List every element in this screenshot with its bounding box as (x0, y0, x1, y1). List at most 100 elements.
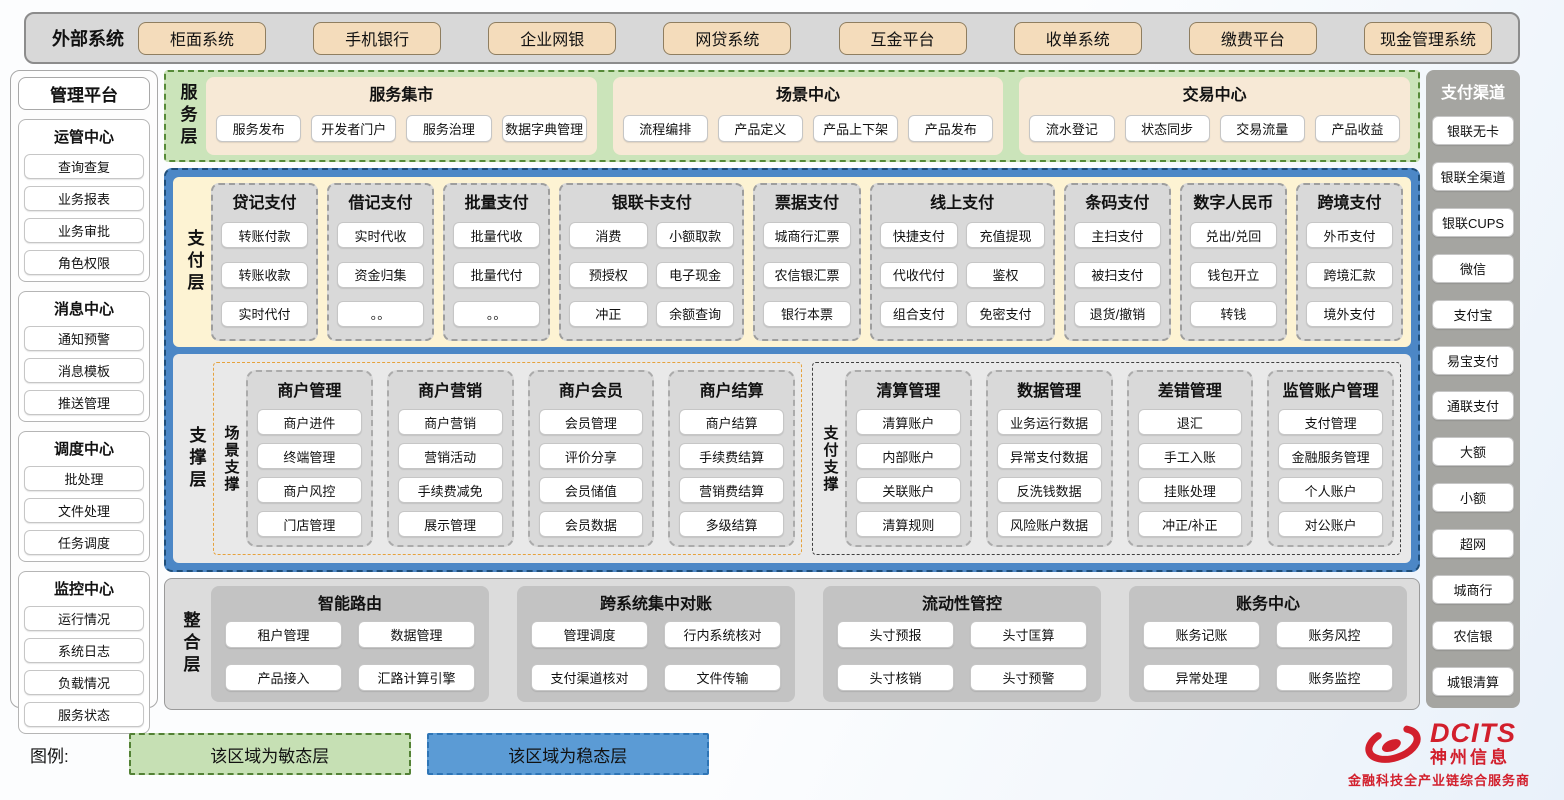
payment-item-box: 境外支付 (1305, 300, 1393, 327)
payment-item-box: 退货/撤销 (1073, 300, 1161, 327)
payment-item-box: 电子现金 (655, 261, 735, 288)
legend-box: 该区域为稳态层 (426, 733, 709, 775)
management-item-box: 文件处理 (24, 498, 144, 523)
management-platform-panel: 管理平台 运管中心查询查复业务报表业务审批角色权限消息中心通知预警消息模板推送管… (10, 70, 158, 734)
payment-group: 票据支付城商行汇票农信银汇票银行本票 (753, 183, 861, 341)
management-group-title: 监控中心 (53, 581, 114, 598)
integration-group-title: 账务中心 (1235, 596, 1300, 613)
integration-item-box: 管理调度 (531, 620, 648, 648)
support-item-box: 退汇 (1137, 409, 1243, 435)
dcits-company-name: 神州信息 (1429, 748, 1510, 767)
support-item-box: 手工入账 (1137, 443, 1243, 469)
support-group-title: 商户营销 (418, 383, 483, 400)
dcits-logo-top: DCITS 神州信息 (1362, 719, 1516, 767)
payment-layer-groups: 贷记支付转账付款转账收款实时代付借记支付实时代收资金归集。。批量支付批量代收批量… (211, 183, 1403, 341)
service-group-items: 服务发布开发者门户服务治理数据字典管理 (216, 105, 587, 151)
payment-item-box: 免密支付 (966, 300, 1045, 327)
support-item-box: 商户营销 (397, 409, 503, 435)
support-item-box: 会员数据 (538, 511, 644, 537)
integration-item-box: 文件传输 (664, 664, 781, 692)
service-item-box: 开发者门户 (311, 114, 397, 142)
payment-group: 银联卡支付消费小额取款预授权电子现金冲正余额查询 (559, 183, 745, 341)
support-group-title: 清算管理 (876, 383, 941, 400)
payment-item-box: 实时代付 (221, 300, 309, 327)
legend-items: 该区域为敏态层该区域为稳态层 (69, 733, 709, 775)
stable-layer-container: 支付层 贷记支付转账付款转账收款实时代付借记支付实时代收资金归集。。批量支付批量… (164, 168, 1420, 572)
payment-channel-box: 银联无卡 (1432, 115, 1514, 145)
payment-channel-box: 大额 (1432, 437, 1514, 467)
payment-group-title: 借记支付 (348, 195, 413, 212)
support-group-title: 商户会员 (558, 383, 623, 400)
integration-item-box: 账务风控 (1276, 620, 1393, 648)
service-item-box: 流程编排 (622, 114, 708, 142)
management-item-box: 查询查复 (24, 154, 144, 179)
management-item-box: 推送管理 (24, 390, 144, 415)
payment-item-box: 鉴权 (966, 261, 1045, 288)
payment-item-box: 转账收款 (221, 261, 309, 288)
service-group-title: 服务集市 (369, 87, 434, 104)
service-item-box: 交易流量 (1219, 114, 1305, 142)
external-systems-bar: 外部系统 柜面系统手机银行企业网银网贷系统互金平台收单系统缴费平台现金管理系统 (24, 12, 1520, 64)
service-item-box: 服务治理 (406, 114, 492, 142)
payment-channel-box: 超网 (1432, 529, 1514, 559)
support-item-box: 手续费减免 (397, 477, 503, 503)
payment-group-title: 批量支付 (464, 195, 529, 212)
support-item-box: 会员储值 (538, 477, 644, 503)
management-item-box: 系统日志 (24, 638, 144, 663)
support-group: 商户会员会员管理评价分享会员储值会员数据 (527, 370, 655, 547)
payment-item-box: 。。 (337, 300, 425, 327)
integration-item-box: 头寸预警 (970, 664, 1087, 692)
external-system-box: 柜面系统 (138, 21, 266, 55)
payment-group: 借记支付实时代收资金归集。。 (327, 183, 435, 341)
dcits-brand: DCITS (1429, 718, 1516, 749)
support-section: 支付支撑清算管理清算账户内部账户关联账户清算规则数据管理业务运行数据异常支付数据… (812, 362, 1401, 555)
support-item-box: 商户结算 (679, 409, 784, 435)
support-item-box: 冲正/补正 (1137, 511, 1243, 537)
payment-layer-label: 支付层 (184, 229, 204, 295)
support-item-box: 支付管理 (1278, 409, 1383, 435)
integration-item-box: 头寸匡算 (970, 620, 1087, 648)
service-item-box: 产品上下架 (813, 114, 899, 142)
support-item-box: 风险账户数据 (996, 511, 1102, 537)
management-platform-groups: 运管中心查询查复业务报表业务审批角色权限消息中心通知预警消息模板推送管理调度中心… (18, 119, 150, 734)
payment-item-box: 银行本票 (763, 300, 851, 327)
support-group: 商户结算商户结算手续费结算营销费结算多级结算 (668, 370, 795, 547)
support-layer: 支撑层 场景支撑商户管理商户进件终端管理商户风控门店管理商户营销商户营销营销活动… (173, 354, 1411, 563)
service-group: 交易中心流水登记状态同步交易流量产品收益 (1019, 77, 1411, 155)
payment-channel-box: 小额 (1432, 483, 1514, 513)
payment-channel-box: 农信银 (1432, 621, 1514, 651)
payment-item-box: 城商行汇票 (763, 222, 851, 249)
management-group-title: 调度中心 (53, 441, 114, 458)
support-group: 监管账户管理支付管理金融服务管理个人账户对公账户 (1267, 370, 1394, 547)
payment-item-box: 跨境汇款 (1305, 261, 1393, 288)
payment-item-box: 批量代收 (453, 222, 541, 249)
integration-group: 跨系统集中对账管理调度行内系统核对支付渠道核对文件传输 (517, 586, 795, 702)
support-group: 商户管理商户进件终端管理商户风控门店管理 (246, 370, 373, 547)
support-item-box: 清算账户 (856, 409, 961, 435)
payment-item-box: 代收代付 (879, 261, 959, 288)
integration-group: 流动性管控头寸预报头寸匡算头寸核销头寸预警 (823, 586, 1101, 702)
management-item-box: 消息模板 (24, 358, 144, 383)
external-system-box: 收单系统 (1013, 21, 1142, 55)
integration-layer-label: 整合层 (180, 611, 200, 677)
support-item-box: 清算规则 (856, 511, 961, 537)
payment-group-title: 数字人民币 (1193, 195, 1274, 212)
payment-item-box: 批量代付 (453, 261, 541, 288)
service-item-box: 服务发布 (216, 114, 302, 142)
service-item-box: 状态同步 (1124, 114, 1210, 142)
integration-item-box: 汇路计算引擎 (358, 664, 475, 692)
service-item-box: 流水登记 (1029, 114, 1115, 142)
integration-item-box: 头寸预报 (837, 620, 954, 648)
service-group: 场景中心流程编排产品定义产品上下架产品发布 (612, 77, 1004, 155)
service-layer-label: 服务层 (177, 83, 197, 149)
support-section-groups: 商户管理商户进件终端管理商户风控门店管理商户营销商户营销营销活动手续费减免展示管… (246, 370, 795, 547)
support-item-box: 金融服务管理 (1278, 443, 1383, 469)
payment-channel-box: 城银清算 (1432, 666, 1514, 696)
external-systems-list: 柜面系统手机银行企业网银网贷系统互金平台收单系统缴费平台现金管理系统 (138, 21, 1492, 55)
dcits-logo: DCITS 神州信息 金融科技全产业链综合服务商 (1348, 719, 1530, 788)
payment-channel-box: 支付宝 (1432, 299, 1514, 329)
service-layer-groups: 服务集市服务发布开发者门户服务治理数据字典管理场景中心流程编排产品定义产品上下架… (206, 77, 1411, 155)
management-group-title: 运管中心 (53, 129, 114, 146)
legend-label: 图例: (30, 746, 69, 766)
integration-group: 账务中心账务记账账务风控异常处理账务监控 (1129, 586, 1407, 702)
